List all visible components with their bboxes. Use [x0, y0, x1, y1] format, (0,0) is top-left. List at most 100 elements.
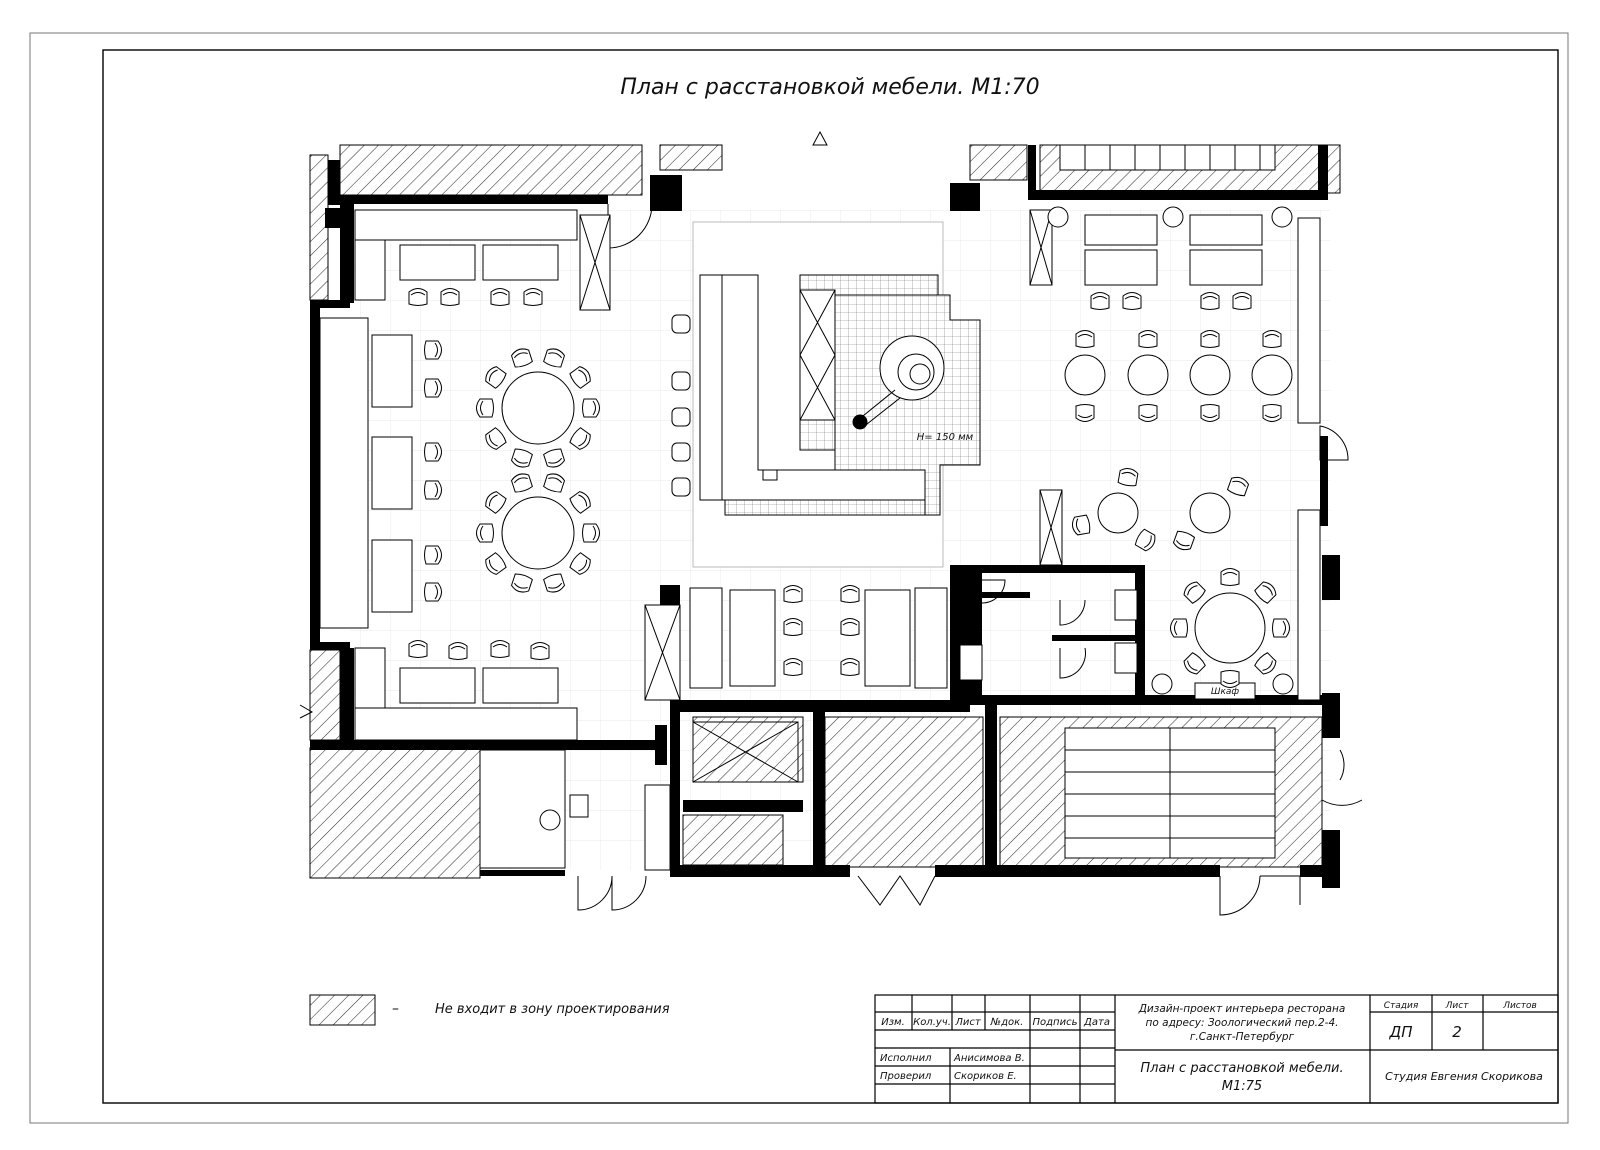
tb-header-data: Дата — [1083, 1017, 1110, 1028]
chair — [485, 491, 507, 514]
chair — [1254, 581, 1277, 604]
chair — [783, 658, 803, 676]
left-round-tables — [501, 371, 575, 570]
chair — [485, 427, 507, 450]
chair — [569, 552, 591, 575]
chair — [424, 442, 442, 462]
right-round-tables — [1047, 206, 1294, 695]
title-block — [874, 994, 1559, 1104]
title-block-roles: Исполнил Анисимова В. Проверил Скориков … — [880, 1053, 1025, 1082]
chair — [424, 480, 442, 500]
chair — [530, 642, 550, 660]
tb-project-line-1: Дизайн-проект интерьера ресторана — [1138, 1003, 1346, 1015]
tb-name-executed: Анисимова В. — [953, 1053, 1025, 1064]
chair — [476, 523, 494, 543]
tb-sheet-title-1: План с расстановкой мебели. — [1140, 1061, 1343, 1076]
chair — [543, 573, 566, 593]
chair — [1075, 330, 1095, 348]
chair — [510, 348, 533, 368]
tb-studio: Студия Евгения Скорикова — [1385, 1070, 1543, 1083]
outer-frame — [29, 32, 1569, 1124]
chair — [408, 288, 428, 306]
chair — [783, 618, 803, 636]
chair — [510, 573, 533, 593]
chair — [1071, 514, 1091, 536]
chair — [1262, 330, 1282, 348]
height-note: H= 150 мм — [917, 432, 974, 443]
chair — [840, 658, 860, 676]
inner-frame — [102, 49, 1559, 1104]
chair — [1183, 652, 1206, 675]
tb-header-ndok: №док. — [990, 1017, 1024, 1028]
chair — [1232, 292, 1252, 310]
bar-area — [692, 221, 981, 568]
chair — [840, 585, 860, 603]
chair — [1170, 618, 1188, 638]
chair — [485, 366, 507, 389]
chair — [569, 491, 591, 514]
left-dining-furniture — [319, 209, 681, 871]
chair — [1262, 404, 1282, 422]
chair — [582, 398, 600, 418]
stairs — [692, 144, 1276, 859]
chair — [1075, 404, 1095, 422]
legend-text: Не входит в зону проектирования — [435, 1002, 670, 1017]
chair — [476, 398, 494, 418]
chairs — [408, 288, 1290, 688]
chair — [1200, 330, 1220, 348]
entrance-nook — [479, 749, 589, 869]
chair — [424, 545, 442, 565]
chair — [582, 523, 600, 543]
chair — [543, 448, 566, 468]
chair — [490, 640, 510, 658]
chair — [490, 288, 510, 306]
tb-project-line-3: г.Санкт-Петербург — [1190, 1031, 1295, 1043]
tb-header-kolch: Кол.уч. — [913, 1017, 951, 1028]
tb-sheets-header: Листов — [1502, 1001, 1537, 1011]
chair — [424, 582, 442, 602]
chair — [1220, 670, 1240, 688]
bar-stools — [671, 314, 691, 497]
chair — [408, 640, 428, 658]
chair — [510, 448, 533, 468]
tb-header-list: Лист — [954, 1017, 982, 1028]
tb-header-izm: Изм. — [881, 1017, 905, 1028]
title-block-stage: Стадия Лист Листов ДП 2 Студия Евгения С… — [1384, 1001, 1543, 1083]
chair — [1117, 467, 1139, 487]
chair — [569, 427, 591, 450]
chair — [1254, 652, 1277, 675]
chair — [543, 473, 566, 493]
chair — [569, 366, 591, 389]
chair — [448, 642, 468, 660]
chair — [440, 288, 460, 306]
chair — [1220, 568, 1240, 586]
legend: – Не входит в зону проектирования — [309, 994, 670, 1026]
chair — [1090, 292, 1110, 310]
tb-project-line-2: по адресу: Зоологический пер.2-4. — [1146, 1017, 1339, 1029]
legend-hatch-swatch — [309, 994, 376, 1026]
tb-stage-header: Стадия — [1384, 1001, 1419, 1011]
title-block-headers: Изм. Кол.уч. Лист №док. Подпись Дата — [881, 1017, 1110, 1028]
wardrobe-label: Шкаф — [1211, 687, 1240, 697]
chair — [1122, 292, 1142, 310]
chair — [1134, 528, 1156, 552]
chair — [840, 618, 860, 636]
chair — [783, 585, 803, 603]
chair — [1183, 581, 1206, 604]
chair — [523, 288, 543, 306]
tb-name-checked: Скориков Е. — [954, 1071, 1017, 1082]
chair — [424, 378, 442, 398]
doors — [299, 130, 1363, 916]
chair — [543, 348, 566, 368]
drawing-title: План с расстановкой мебели. М1:70 — [620, 75, 1039, 100]
chair — [1272, 618, 1290, 638]
chair — [424, 340, 442, 360]
tb-sheet-header: Лист — [1445, 1001, 1470, 1011]
tb-sheet-value: 2 — [1452, 1023, 1462, 1041]
chair — [485, 552, 507, 575]
chair — [1200, 292, 1220, 310]
tb-sheet-title-2: М1:75 — [1222, 1079, 1262, 1094]
tb-role-checked: Проверил — [880, 1071, 932, 1082]
chair — [510, 473, 533, 493]
